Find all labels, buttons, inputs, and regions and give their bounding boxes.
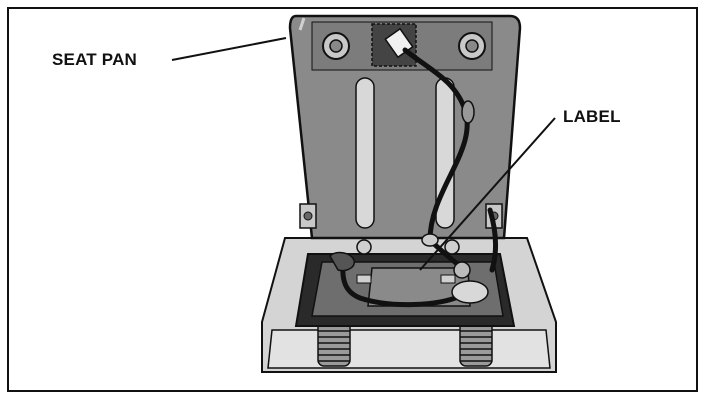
label-leader	[419, 117, 556, 271]
seat-pan-leader	[171, 37, 287, 61]
seat-pan-callout: SEAT PAN	[52, 50, 138, 69]
label-callout: LABEL	[563, 107, 621, 126]
nuts	[356, 239, 460, 255]
wire-harness	[329, 47, 499, 308]
seat-pan	[288, 14, 522, 240]
